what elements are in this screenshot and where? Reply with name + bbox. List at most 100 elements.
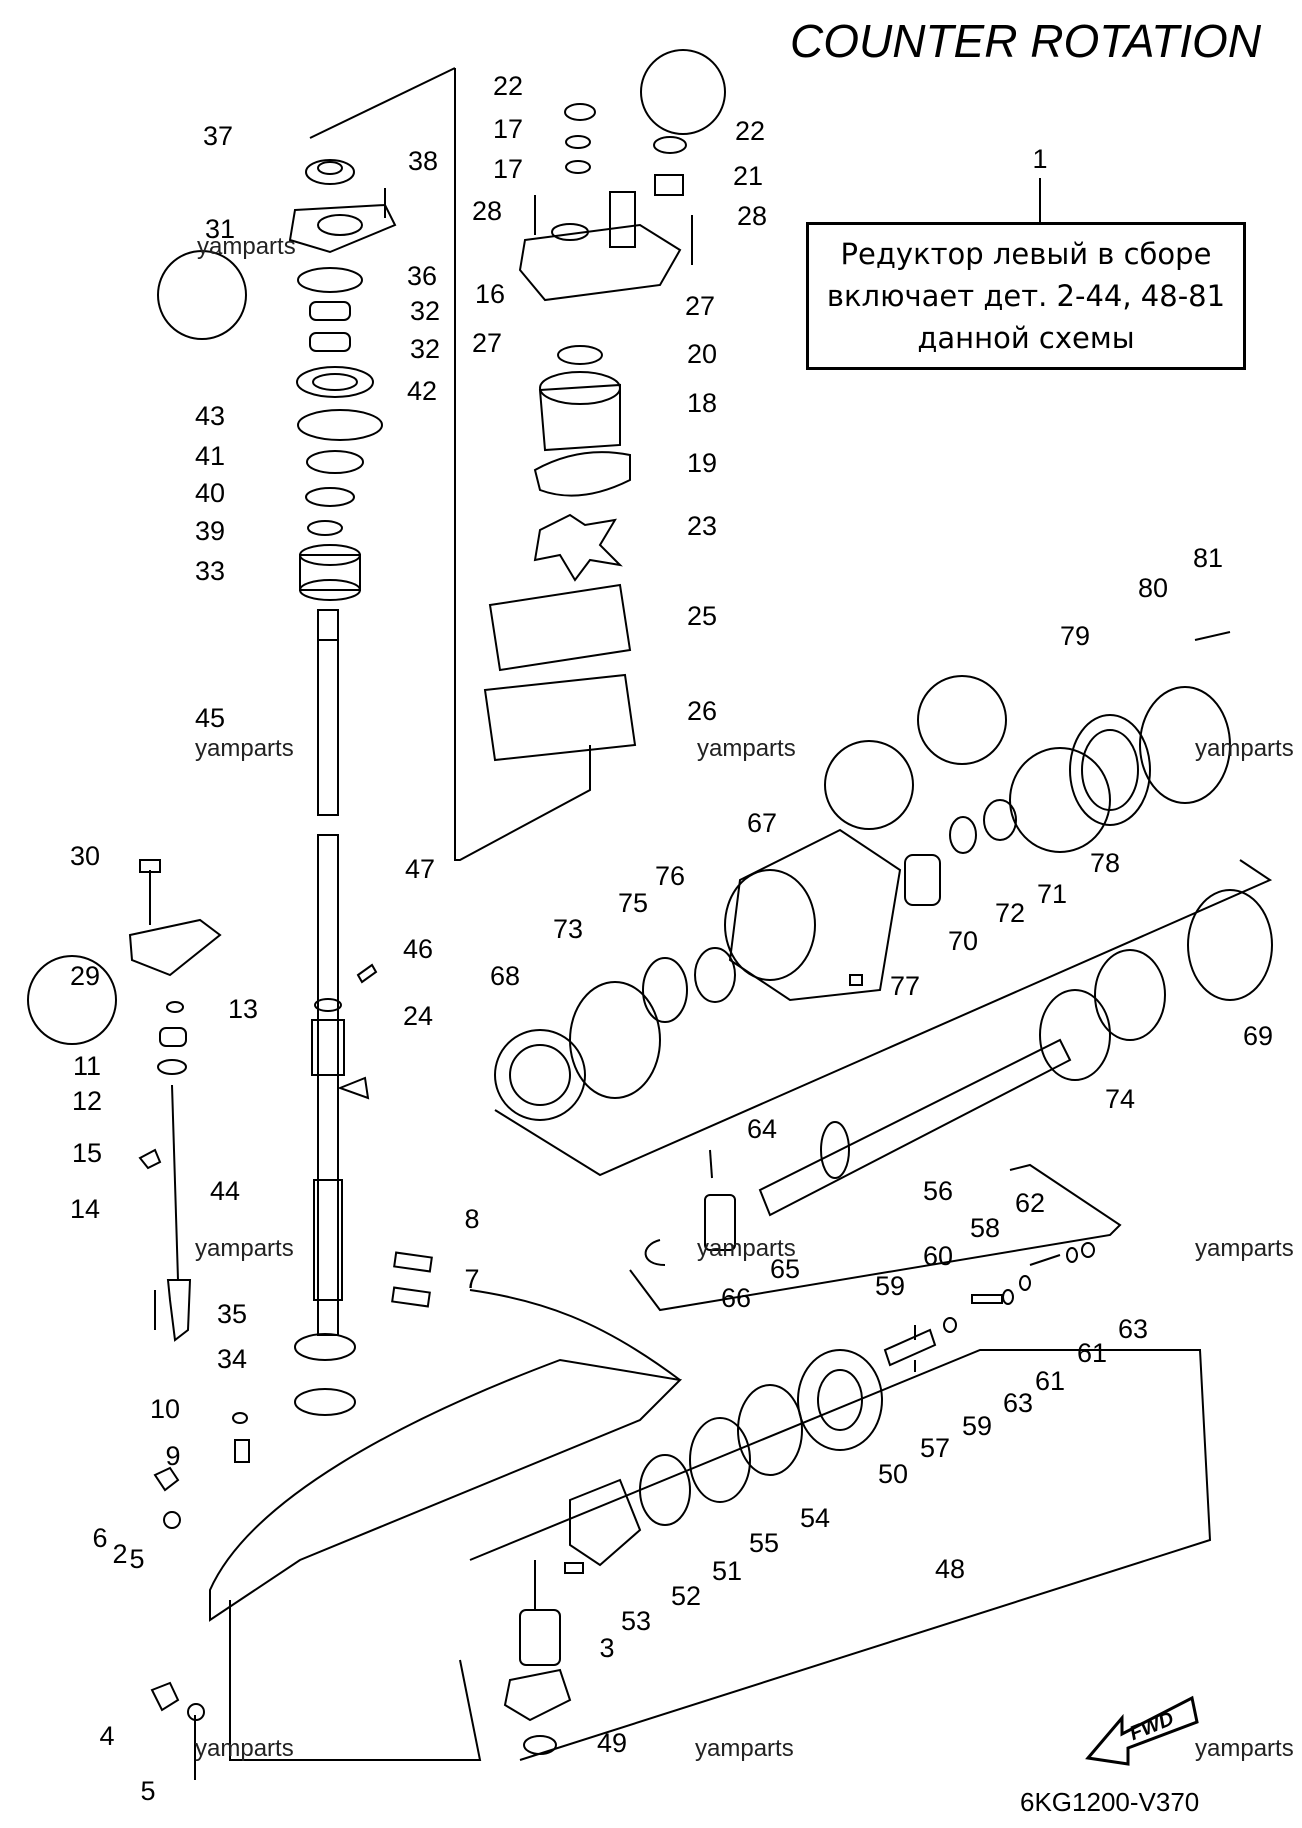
- pinion-gear: [503, 1668, 572, 1722]
- part-10-ring: [232, 1412, 248, 1424]
- part-number-label: 22: [493, 71, 523, 101]
- reverse-gear: [1094, 949, 1166, 1041]
- part-number-label: 75: [618, 888, 648, 918]
- part-number-label: 37: [203, 121, 233, 151]
- part-number-label: 54: [800, 1503, 830, 1533]
- part-number-label: 42: [407, 376, 437, 406]
- part-34-shim: [294, 1388, 356, 1416]
- part-66-spring: [644, 1239, 666, 1266]
- part-number-label: 63: [1003, 1388, 1033, 1418]
- part-number-label: 49: [597, 1728, 627, 1758]
- part-number-label: 33: [195, 556, 225, 586]
- diagram-title: COUNTER ROTATION: [790, 15, 1262, 67]
- detail-view-72: [824, 740, 914, 830]
- part-41-bearing: [306, 450, 364, 474]
- part-number-label: 27: [472, 328, 502, 358]
- part-number-label: 31: [205, 214, 235, 244]
- part-number-label: 58: [970, 1213, 1000, 1243]
- part-54-shim: [737, 1384, 803, 1476]
- part-number-label: 3: [599, 1633, 614, 1663]
- part-67-shaft-housing: [728, 828, 902, 1002]
- detail-view-17: [640, 49, 726, 135]
- part-number-label: 1: [1032, 144, 1047, 174]
- part-number-label: 36: [407, 261, 437, 291]
- part-number-label: 38: [408, 146, 438, 176]
- part-5-gasket: [163, 1511, 181, 1529]
- part-number-label: 7: [464, 1264, 479, 1294]
- part-number-label: 80: [1138, 573, 1168, 603]
- part-number-label: 67: [747, 808, 777, 838]
- watermark: yamparts: [697, 1235, 796, 1262]
- part-number-label: 59: [962, 1411, 992, 1441]
- part-56-prop-shaft: [758, 1038, 1072, 1217]
- part-number-label: 56: [923, 1176, 953, 1206]
- part-number-label: 44: [210, 1176, 240, 1206]
- part-number-label: 21: [733, 161, 763, 191]
- part-64-pin: [709, 1149, 713, 1179]
- part-number-label: 20: [687, 339, 717, 369]
- part-number-label: 18: [687, 388, 717, 418]
- part-number-label: 12: [72, 1086, 102, 1116]
- part-number-label: 8: [464, 1204, 479, 1234]
- part-51-bearing: [639, 1454, 691, 1526]
- part-number-label: 16: [475, 279, 505, 309]
- part-69-shim: [1187, 889, 1273, 1001]
- watermark: yamparts: [695, 1735, 794, 1762]
- part-24-key: [337, 1076, 370, 1100]
- part-61-ball-2: [1019, 1275, 1031, 1291]
- part-53-pin: [564, 1562, 584, 1574]
- part-number-label: 5: [140, 1776, 155, 1806]
- watermark: yamparts: [195, 1235, 294, 1262]
- fwd-arrow-icon: FWD: [1085, 1695, 1199, 1766]
- part-31-housing: [288, 203, 397, 254]
- part-number-label: 53: [621, 1606, 651, 1636]
- part-37-seal: [305, 159, 355, 185]
- part-number-label: 78: [1090, 848, 1120, 878]
- diagram-code: 6KG1200-V370: [1020, 1787, 1200, 1817]
- part-8-block: [393, 1251, 433, 1273]
- part-47-pin: [356, 963, 378, 984]
- part-number-label: 28: [737, 201, 767, 231]
- part-number-label: 2: [112, 1539, 127, 1569]
- part-76-washer: [694, 947, 736, 1003]
- part-number-label: 43: [195, 401, 225, 431]
- part-17-seal: [565, 135, 591, 149]
- part-number-label: 59: [875, 1271, 905, 1301]
- part-74-shim: [1039, 989, 1111, 1081]
- part-12-oring: [157, 1059, 187, 1075]
- watermark: yamparts: [697, 735, 796, 762]
- part-number-label: 63: [1118, 1314, 1148, 1344]
- note-line-1: Редуктор левый в сборе: [840, 237, 1212, 271]
- part-77-pin: [849, 974, 863, 986]
- part-number-label: 70: [948, 926, 978, 956]
- part-number-label: 62: [1015, 1188, 1045, 1218]
- part-32-bearing: [309, 301, 351, 321]
- part-number-label: 39: [195, 516, 225, 546]
- detail-view-32: [157, 250, 247, 340]
- part-11-seal: [159, 1027, 187, 1047]
- part-number-label: 41: [195, 441, 225, 471]
- part-number-label: 24: [403, 1001, 433, 1031]
- part-number-label: 29: [70, 961, 100, 991]
- part-number-label: 15: [72, 1138, 102, 1168]
- part-7-block: [391, 1286, 431, 1308]
- part-40-washer: [305, 487, 355, 507]
- part-number-label: 72: [995, 898, 1025, 928]
- part-number-label: 26: [687, 696, 717, 726]
- watermark: yamparts: [195, 1735, 294, 1762]
- part-number-label: 40: [195, 478, 225, 508]
- part-43-shim: [297, 409, 383, 441]
- gear-group-bracket: [494, 859, 1273, 1177]
- part-number-label: 61: [1077, 1338, 1107, 1368]
- part-13-ring: [166, 1001, 184, 1013]
- part-17-seal-2: [565, 160, 591, 174]
- part-number-label: 61: [1035, 1366, 1065, 1396]
- part-number-label: 73: [553, 914, 583, 944]
- part-number-label: 11: [73, 1051, 101, 1081]
- gear-case-bracket: [469, 1349, 1212, 1761]
- part-52-bearing: [569, 1478, 642, 1567]
- part-number-label: 69: [1243, 1021, 1273, 1051]
- part-number-label: 9: [165, 1441, 180, 1471]
